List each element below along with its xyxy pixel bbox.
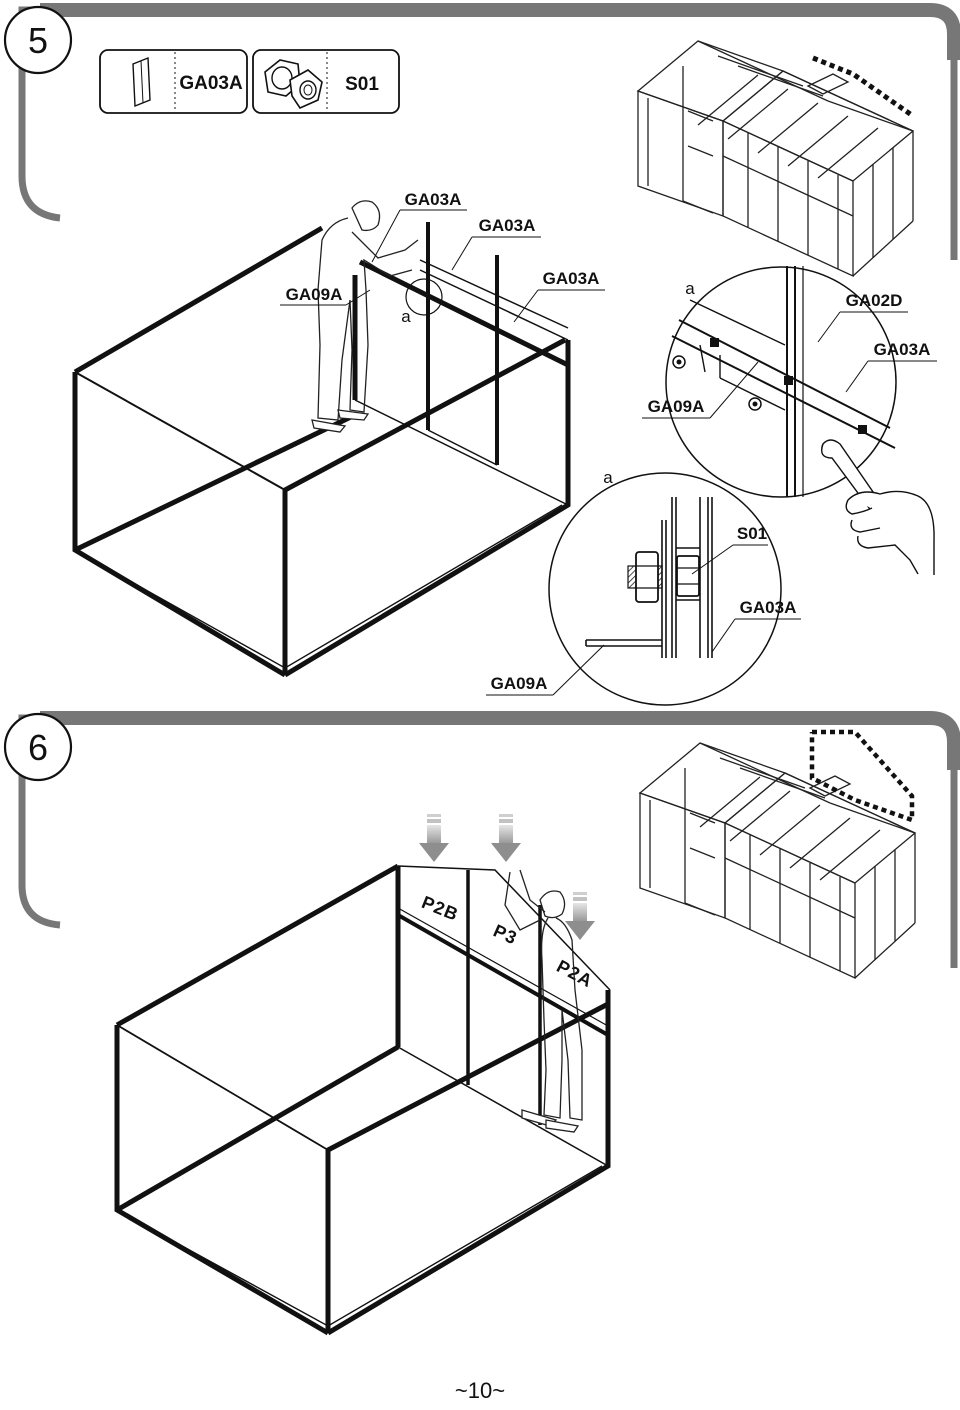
- page-number: ~10~: [454, 1378, 506, 1403]
- down-arrow-icon: [419, 814, 449, 862]
- greenhouse-overview-icon: [637, 40, 915, 277]
- step-5-badge: [3, 5, 73, 75]
- step-5-number: 5: [28, 20, 48, 61]
- panel-p3: P3: [490, 920, 520, 948]
- part-ga03a: GA03A: [99, 49, 248, 114]
- hand-wrench-icon: [820, 439, 935, 575]
- callout-ga03a-top: GA03A: [405, 190, 462, 209]
- detail-lower-ga09a: GA09A: [491, 674, 548, 693]
- down-arrow-icon: [491, 814, 521, 862]
- detail-lower-marker: a: [603, 468, 613, 487]
- callout-ga03a-mid: GA03A: [479, 216, 536, 235]
- part-s01-code: S01: [345, 74, 379, 95]
- panel-p2b: P2B: [419, 892, 462, 925]
- greenhouse-overview-icon-step6: [639, 729, 916, 979]
- detail-upper: a GA02D GA03A GA09A: [642, 266, 937, 498]
- callout-ga09a-left: GA09A: [286, 285, 343, 304]
- step-6-number: 6: [28, 727, 48, 768]
- part-ga03a-code: GA03A: [179, 73, 243, 94]
- detail-lower-s01: S01: [737, 524, 767, 543]
- step-5-callouts: GA03A GA03A GA03A GA09A a: [280, 190, 605, 326]
- step-5-section: 5 GA03A: [3, 3, 960, 706]
- detail-upper-ga09a: GA09A: [648, 397, 705, 416]
- base-frame: [72, 222, 571, 678]
- detail-upper-ga02d: GA02D: [846, 291, 903, 310]
- profile-bar-icon: [132, 56, 151, 108]
- detail-upper-ga03a: GA03A: [874, 340, 931, 359]
- step-6-section: 6 P2B: [3, 711, 960, 1336]
- callout-detail-marker: a: [401, 307, 411, 326]
- detail-lower: a S01 GA03A GA09A: [486, 468, 801, 706]
- bolt-nut-icon: [264, 59, 323, 110]
- detail-lower-ga03a: GA03A: [740, 598, 797, 617]
- detail-upper-marker: a: [685, 279, 695, 298]
- worker-figure: [311, 200, 419, 433]
- step-6-badge: [3, 712, 73, 782]
- part-s01: S01: [252, 49, 400, 114]
- callout-ga03a-right: GA03A: [543, 269, 600, 288]
- base-frame-step6: [114, 863, 611, 1336]
- parts-list: GA03A S01: [99, 49, 400, 114]
- detail-a-marker-circle: [405, 278, 443, 316]
- worker-figure-step6: [504, 869, 583, 1133]
